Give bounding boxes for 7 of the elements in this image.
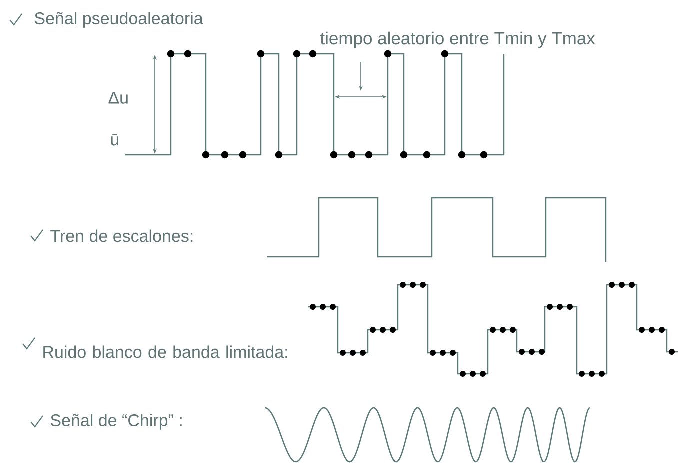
label: ū: [111, 134, 119, 146]
label: Señal pseudoaleatoria: [34, 12, 204, 28]
label: Δu: [108, 92, 128, 104]
label: tiempo aleatorio entre Tmin y Tmax: [320, 32, 596, 48]
label: Señal de “Chirp” :: [50, 414, 182, 430]
label: Tren de escalones:: [50, 230, 193, 242]
label: Ruido blanco de banda limitada:: [44, 346, 288, 358]
